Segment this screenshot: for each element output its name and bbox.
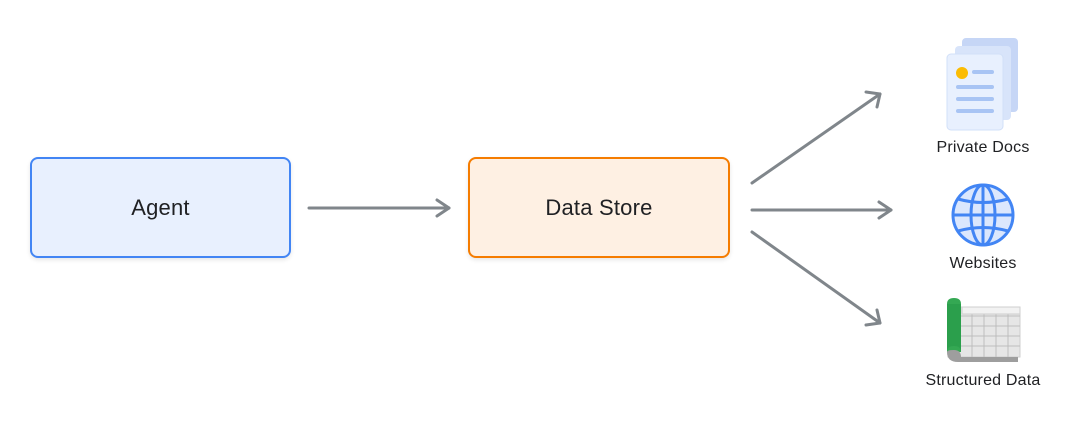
arrow-store-to-structured-data xyxy=(750,230,882,327)
websites-label: Websites xyxy=(949,255,1017,272)
globe-icon xyxy=(951,183,1015,247)
document-stack-icon xyxy=(946,38,1018,131)
spreadsheet-icon xyxy=(947,298,1021,362)
data-store-node: Data Store xyxy=(468,157,730,258)
agent-node: Agent xyxy=(30,157,291,258)
agent-label: Agent xyxy=(131,194,190,220)
arrow-store-to-websites xyxy=(750,200,893,220)
arrow-agent-to-store xyxy=(307,198,451,218)
structured-data-label: Structured Data xyxy=(925,372,1041,389)
data-store-label: Data Store xyxy=(545,194,653,220)
arrow-store-to-private-docs xyxy=(750,90,882,185)
private-docs-label: Private Docs xyxy=(936,139,1030,156)
